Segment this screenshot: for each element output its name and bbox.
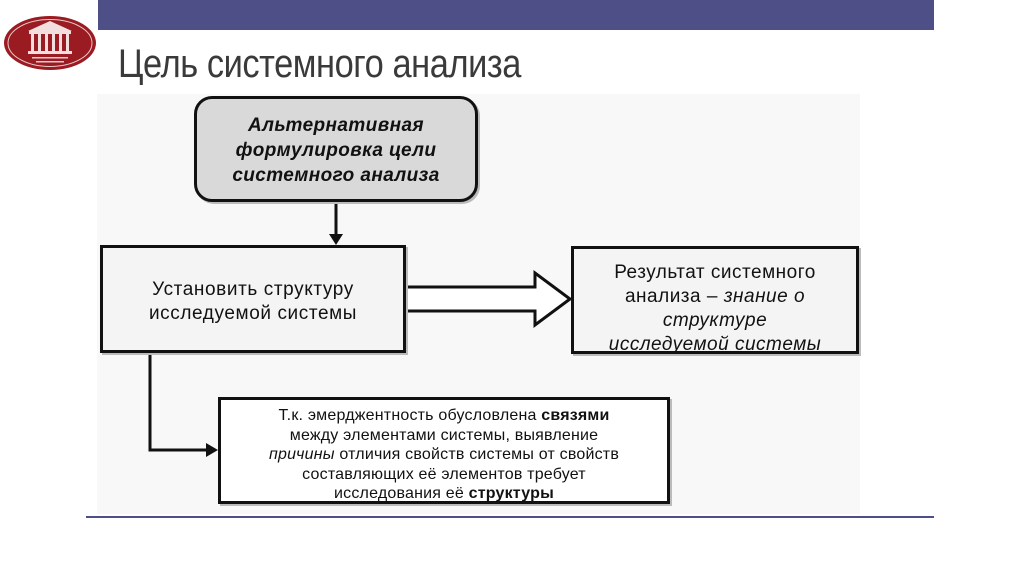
footer-divider	[86, 516, 934, 518]
page-title: Цель системного анализа	[118, 42, 521, 86]
connector-left-to-bottom	[148, 353, 208, 452]
emergence-bold-links: связями	[541, 407, 610, 424]
emergence-bold-structure: структуры	[468, 485, 554, 502]
analysis-result-line2-plain: анализа –	[624, 286, 724, 307]
analysis-result-box: Результат системного анализа – знание о …	[571, 246, 859, 355]
emergence-line5: исследования её структуры	[334, 485, 554, 502]
establish-structure-line1: Установить структуру	[152, 279, 354, 300]
arrowhead-right	[206, 443, 218, 457]
emergence-line2: между элементами системы, выявление	[289, 426, 599, 444]
establish-structure-line2: исследуемой системы	[148, 303, 358, 324]
arrowhead-down	[329, 234, 343, 245]
analysis-result-line1: Результат системного	[614, 262, 816, 283]
top-accent-bar	[98, 0, 934, 30]
analysis-result-line2-italic: знание о	[723, 286, 806, 307]
alternative-goal-line3: системного анализа	[232, 165, 440, 186]
emergence-line4: составляющих её элементов требует	[302, 465, 586, 483]
alternative-goal-line2: формулировка цели	[235, 140, 437, 161]
establish-structure-box: Установить структуру исследуемой системы	[100, 245, 406, 353]
emergence-line3: причины отличия свойств системы от свойс…	[268, 446, 620, 463]
emergence-explanation-box: Т.к. эмерджентность обусловлена связями …	[218, 397, 670, 504]
block-arrow-left-to-right	[404, 270, 573, 328]
university-logo	[4, 16, 96, 70]
emergence-italic-cause: причины	[268, 446, 335, 463]
analysis-result-line4: исследуемой системы	[608, 334, 822, 355]
analysis-result-line2: анализа – знание о	[574, 285, 856, 309]
alternative-goal-box: Альтернативная формулировка цели системн…	[194, 96, 478, 202]
alternative-goal-line1: Альтернативная	[247, 115, 424, 136]
analysis-result-line3: структуре	[662, 310, 768, 331]
emergence-line1: Т.к. эмерджентность обусловлена связями	[278, 407, 610, 424]
